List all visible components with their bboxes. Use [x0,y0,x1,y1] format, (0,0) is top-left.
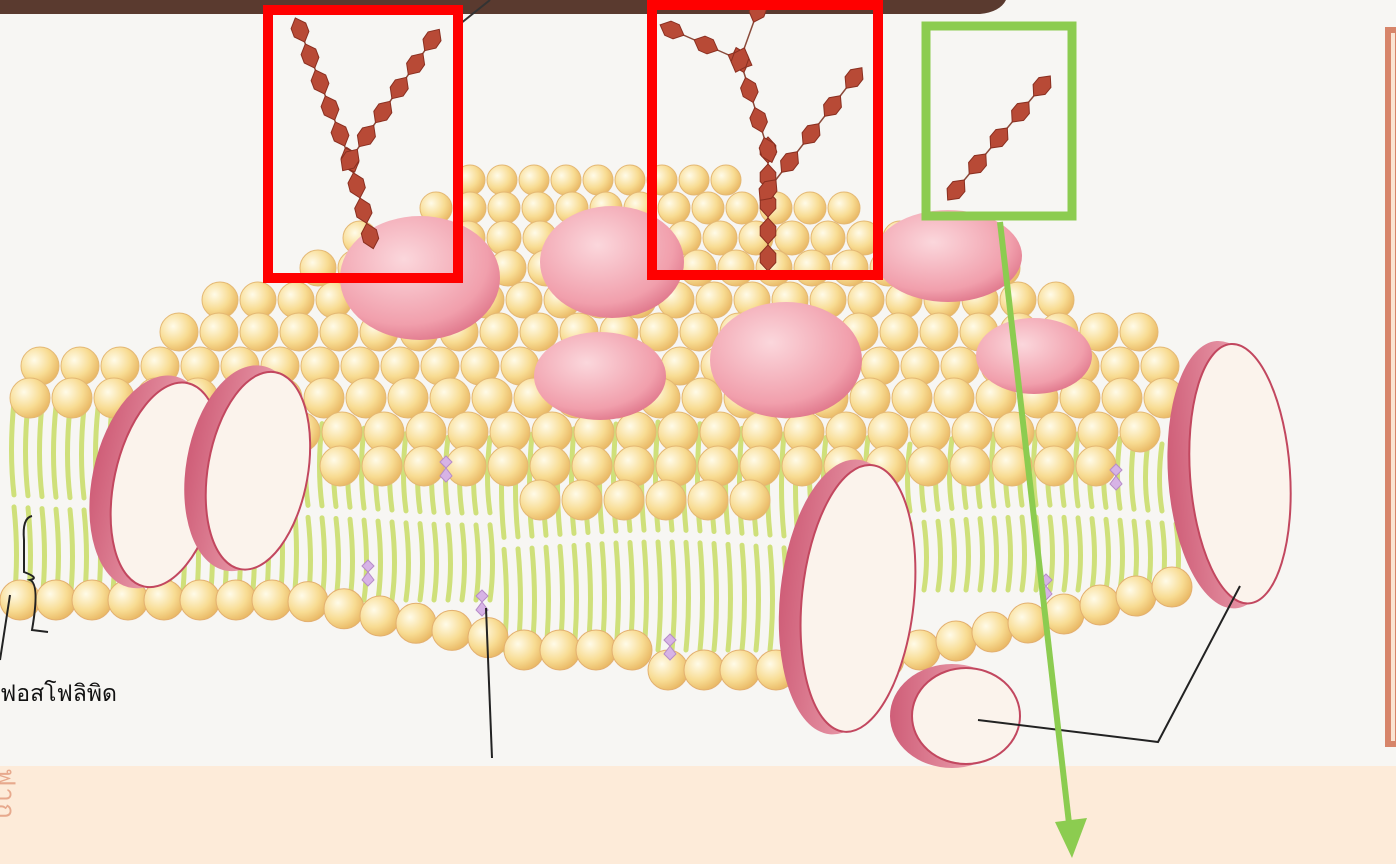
phospholipid-head [506,282,542,318]
side-vertical-text: ฟาก [0,768,26,820]
phospholipid-head [1120,412,1160,452]
phospholipid-head [446,446,486,486]
phospholipid-head [811,221,845,255]
phospholipid-head [576,630,616,670]
phospholipid-head [688,480,728,520]
phospholipid-head [320,313,358,351]
phospholipid-head [160,313,198,351]
phospholipid-head [703,221,737,255]
phospholipid-head [730,480,770,520]
phospholipid-head [696,282,732,318]
phospholipid-head [52,378,92,418]
phospholipid-head [775,221,809,255]
phospholipid-head [794,192,826,224]
phospholipid-head [288,582,328,622]
phospholipid-head [1120,313,1158,351]
phospholipid-head [604,480,644,520]
phospholipid-head [520,313,558,351]
phospholipid-head [562,480,602,520]
phospholipid-head [522,192,554,224]
phospholipid-head [487,221,521,255]
phospholipid-head [324,589,364,629]
phospholipid-head [1080,585,1120,625]
peripheral-protein [976,318,1092,394]
phospholipid-head [832,250,868,286]
phospholipid-head [1152,567,1192,607]
phospholipid-head [720,650,760,690]
phospholipid-head [679,165,709,195]
phospholipid-head [718,250,754,286]
phospholipid-head [504,630,544,670]
phospholipid-head [782,446,822,486]
peripheral-protein [540,206,684,318]
phospholipid-head [404,446,444,486]
phospholipid-head [278,282,314,318]
phospholipid-head [320,446,360,486]
phospholipid-head [362,446,402,486]
phospholipid-head [692,192,724,224]
peripheral-protein [534,332,666,420]
phospholipid-head [480,313,518,351]
protein-face [912,668,1020,764]
phospholipid-head [950,446,990,486]
phospholipid-head [520,480,560,520]
phospholipid-label: ฟอสโฟลิพิด [0,676,117,712]
phospholipid-head [216,580,256,620]
phospholipid-head [726,192,758,224]
phospholipid-head [487,165,517,195]
phospholipid-head [684,650,724,690]
phospholipid-head [972,612,1012,652]
phospholipid-head [240,313,278,351]
phospholipid-head [280,313,318,351]
phospholipid-head [583,165,613,195]
phospholipid-head [658,192,690,224]
phospholipid-head [488,192,520,224]
phospholipid-head [612,630,652,670]
peripheral-protein [710,302,862,418]
phospholipid-head [908,446,948,486]
phospholipid-head [1116,576,1156,616]
phospholipid-head [711,165,741,195]
phospholipid-head [848,282,884,318]
phospholipid-head [396,603,436,643]
phospholipid-head [794,250,830,286]
phospholipid-head [180,580,220,620]
phospholipid-head [680,250,716,286]
transmembrane-protein-bottom [890,664,1020,768]
phospholipid-head [1044,594,1084,634]
phospholipid-head [920,313,958,351]
phospholipid-head [936,621,976,661]
phospholipid-head [36,580,76,620]
phospholipid-head [1038,282,1074,318]
phospholipid-head [360,596,400,636]
phospholipid-head [646,480,686,520]
phospholipid-head [880,313,918,351]
phospholipid-head [432,610,472,650]
phospholipid-head [519,165,549,195]
phospholipid-head [680,313,718,351]
phospholipid-head [252,580,292,620]
phospholipid-head [551,165,581,195]
phospholipid-head [1034,446,1074,486]
phospholipid-head [540,630,580,670]
phospholipid-head [200,313,238,351]
phospholipid-head [488,446,528,486]
phospholipid-head [1076,446,1116,486]
phospholipid-head [72,580,112,620]
right-panel [1388,30,1396,744]
phospholipid-head [828,192,860,224]
phospholipid-head [10,378,50,418]
phospholipid-head [615,165,645,195]
